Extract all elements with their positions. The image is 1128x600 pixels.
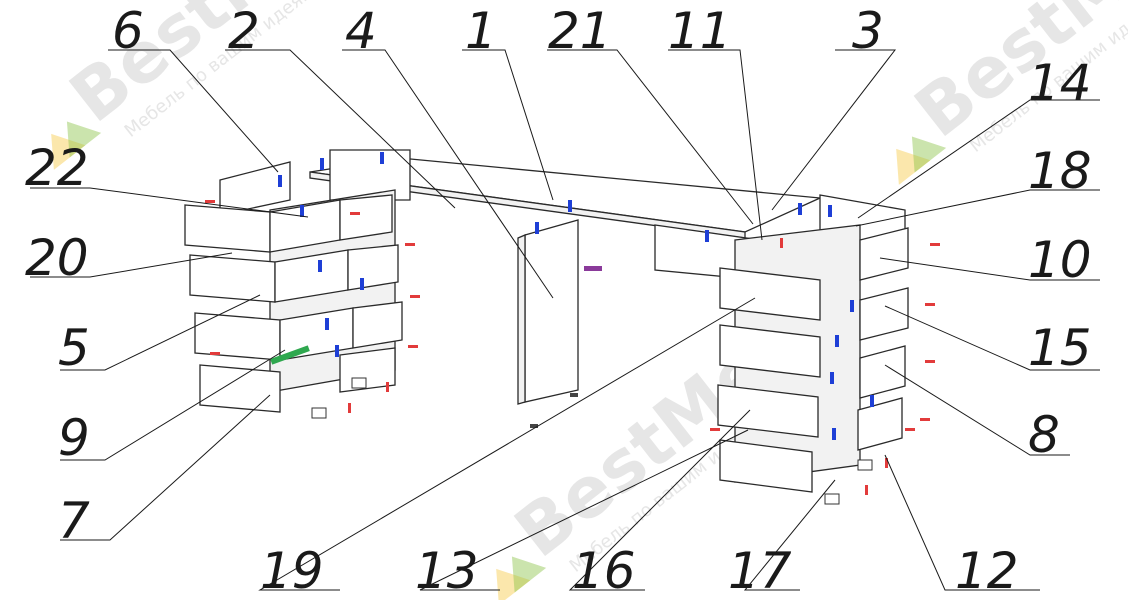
callout-number: 5 <box>58 319 90 377</box>
callout-number: 9 <box>58 409 90 467</box>
callout-number: 19 <box>260 542 324 600</box>
callout-number: 14 <box>1028 54 1092 112</box>
callout-number: 22 <box>25 139 89 197</box>
callout-numbers: 6 2 4 1 21 11 3 14 18 10 15 8 12 17 16 1… <box>25 2 1092 600</box>
callout-number: 8 <box>1028 406 1060 464</box>
hardware-fittings <box>205 152 940 505</box>
callout-number: 21 <box>548 2 612 60</box>
callout-number: 20 <box>25 229 89 287</box>
callout-number: 10 <box>1028 231 1092 289</box>
callout-number: 16 <box>572 542 636 600</box>
callout-number: 13 <box>415 542 479 600</box>
handle-icon <box>584 266 602 271</box>
right-pedestal <box>717 194 909 493</box>
callout-number: 7 <box>58 492 90 550</box>
callout-number: 17 <box>728 542 792 600</box>
callout-number: 11 <box>668 2 732 60</box>
leader-lines <box>30 49 1100 591</box>
callout-number: 1 <box>465 2 497 60</box>
left-pedestal <box>184 161 403 413</box>
callout-number: 15 <box>1028 319 1092 377</box>
center-leg-panel <box>517 219 602 405</box>
callout-number: 3 <box>852 2 884 60</box>
rail-icon <box>270 345 310 365</box>
callout-number: 6 <box>112 2 144 60</box>
callout-number: 2 <box>228 2 260 60</box>
watermark-brand: BestMebel <box>900 0 1128 153</box>
callout-number: 4 <box>345 2 377 60</box>
tabletop <box>309 149 823 239</box>
callout-number: 12 <box>955 542 1019 600</box>
callout-number: 18 <box>1028 142 1092 200</box>
